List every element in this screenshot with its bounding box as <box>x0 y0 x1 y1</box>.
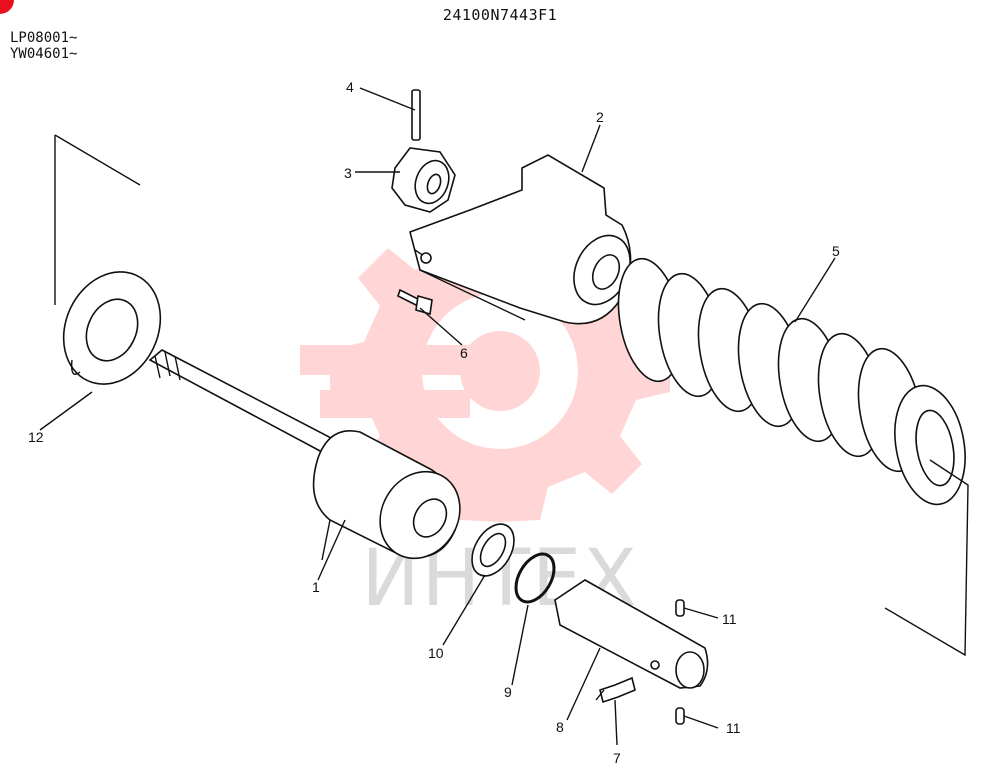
drawing-code: 24100N7443F1 <box>442 6 558 24</box>
corner-marker <box>0 0 14 14</box>
callout-11-bottom: 11 <box>726 720 741 736</box>
part-6-bolt <box>397 288 433 316</box>
part-10-ring <box>471 523 515 577</box>
callout-7: 7 <box>613 750 621 766</box>
callout-2: 2 <box>596 109 604 125</box>
callout-6: 6 <box>460 345 468 361</box>
part-1-cylinder-rod <box>148 349 461 561</box>
callout-1: 1 <box>312 579 320 595</box>
callout-12: 12 <box>28 429 44 445</box>
part-4-pin <box>411 89 421 141</box>
part-8-shaft <box>554 579 709 689</box>
part-2-yoke <box>409 154 632 325</box>
part-7-grease-fitting <box>595 676 636 704</box>
part-11-pin-top <box>675 599 685 617</box>
part-9-snap-ring <box>514 552 556 604</box>
serial-range-2: YW04601~ <box>10 46 78 62</box>
part-3-nut <box>391 147 456 213</box>
callout-8: 8 <box>556 719 564 735</box>
callout-5: 5 <box>832 243 840 259</box>
serial-range-1: LP08001~ <box>10 30 78 46</box>
callout-4: 4 <box>346 79 354 95</box>
leader-lines <box>39 87 836 746</box>
callout-3: 3 <box>344 165 352 181</box>
callout-10: 10 <box>428 645 444 661</box>
callout-9: 9 <box>504 684 512 700</box>
part-5-spring <box>617 257 969 657</box>
part-12-ring <box>54 134 162 385</box>
part-11-pin-bottom <box>675 707 685 725</box>
callout-11-top: 11 <box>722 611 737 627</box>
